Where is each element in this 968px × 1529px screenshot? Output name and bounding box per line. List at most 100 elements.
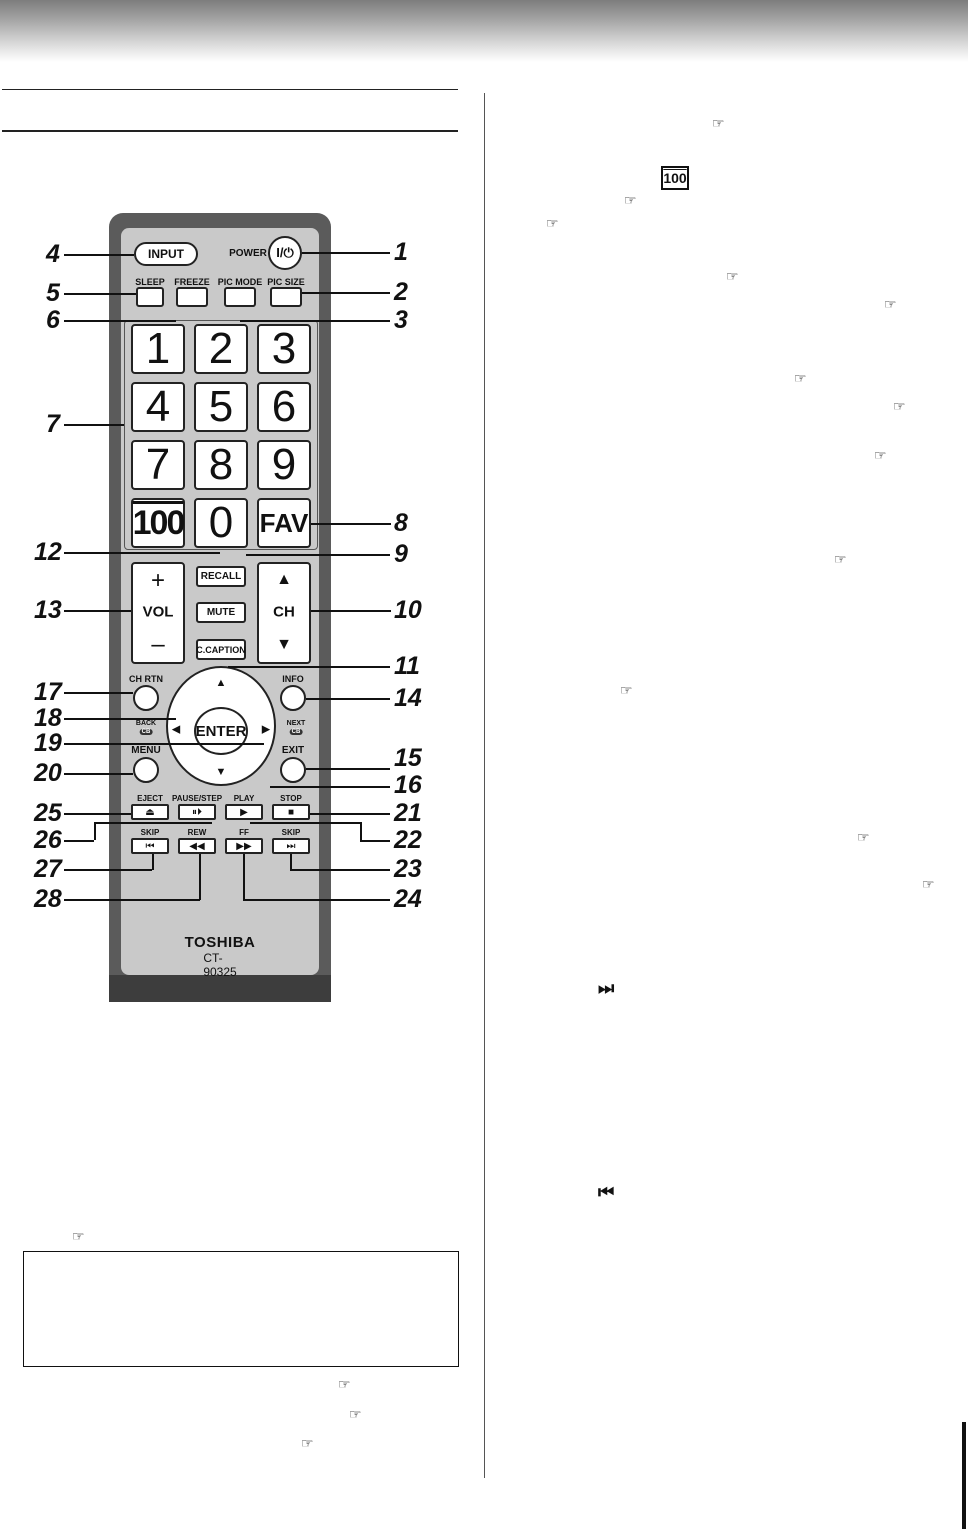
leader-17 — [64, 692, 133, 694]
play-label: PLAY — [233, 794, 255, 803]
callout-1: 1 — [394, 238, 408, 266]
callout-20: 20 — [34, 759, 62, 787]
leader-26 — [64, 840, 94, 842]
leader-7 — [64, 424, 124, 426]
callout-6: 6 — [46, 306, 60, 334]
callout-4: 4 — [46, 240, 60, 268]
callout-12: 12 — [34, 538, 62, 566]
callout-25: 25 — [34, 799, 62, 827]
channel-rocker[interactable] — [257, 562, 311, 664]
page-header-band — [0, 0, 968, 62]
digit-1-button[interactable]: 1 — [131, 324, 185, 374]
brand-logo: TOSHIBA — [184, 934, 256, 951]
pic-size-label: PIC SIZE — [267, 277, 305, 287]
leader-28-vertical — [199, 854, 201, 900]
channel-label: CH — [273, 603, 295, 621]
arrow-down-icon[interactable]: ▼ — [215, 766, 227, 778]
callout-17: 17 — [34, 678, 62, 706]
leader-4 — [64, 254, 134, 256]
digit-9-button[interactable]: 9 — [257, 440, 311, 490]
pic-mode-button[interactable] — [224, 287, 256, 307]
callout-14: 14 — [394, 684, 422, 712]
digit-2-button[interactable]: 2 — [194, 324, 248, 374]
eject-label: EJECT — [137, 794, 163, 803]
menu-button[interactable] — [133, 757, 159, 783]
leader-13 — [64, 610, 131, 612]
eject-button[interactable]: ⏏ — [131, 804, 169, 820]
pointing-hand-icon: ☞ — [857, 829, 870, 845]
callout-8: 8 — [394, 509, 408, 537]
pointing-hand-icon: ☞ — [338, 1376, 351, 1392]
hundred-button-icon: 100 — [661, 166, 689, 190]
leader-12 — [64, 552, 220, 554]
callout-11: 11 — [394, 652, 420, 680]
pointing-hand-icon: ☞ — [884, 296, 897, 312]
power-button[interactable]: I/⏻ — [268, 236, 302, 270]
section-rule-top — [2, 89, 458, 90]
digit-3-button[interactable]: 3 — [257, 324, 311, 374]
note-box — [23, 1251, 459, 1367]
skip-forward-button[interactable]: ⏭ — [272, 838, 310, 854]
digit-7-button[interactable]: 7 — [131, 440, 185, 490]
ch-rtn-button[interactable] — [133, 685, 159, 711]
menu-label: MENU — [131, 745, 161, 756]
callout-27: 27 — [34, 855, 62, 883]
skip-back-button[interactable]: ⏮ — [131, 838, 169, 854]
arrow-right-icon[interactable]: ▶ — [261, 723, 271, 736]
pointing-hand-icon: ☞ — [349, 1406, 362, 1422]
callout-10: 10 — [394, 596, 422, 624]
closed-caption-button[interactable]: C.CAPTION — [196, 639, 246, 660]
leader-23 — [290, 869, 390, 871]
ff-label: FF — [239, 828, 249, 837]
section-rule-bottom — [2, 130, 458, 132]
volume-rocker[interactable] — [131, 562, 185, 664]
next-label: NEXT — [286, 720, 306, 727]
digit-8-button[interactable]: 8 — [194, 440, 248, 490]
leader-22-vertical — [360, 822, 362, 840]
arrow-up-icon[interactable]: ▲ — [215, 677, 227, 689]
enter-button[interactable]: ENTER — [194, 707, 248, 755]
digit-5-button[interactable]: 5 — [194, 382, 248, 432]
leader-11 — [228, 666, 390, 668]
pointing-hand-icon: ☞ — [624, 192, 637, 208]
skip-back-icon: ⏮ — [598, 1182, 614, 1202]
pointing-hand-icon: ☞ — [874, 447, 887, 463]
leader-23-vertical — [290, 854, 292, 870]
fast-forward-button[interactable]: ▶▶ — [225, 838, 263, 854]
channel-down-label: ▼ — [276, 636, 292, 653]
exit-label: EXIT — [281, 745, 305, 756]
info-button[interactable] — [280, 685, 306, 711]
remote-bottom-edge — [109, 975, 331, 1002]
freeze-button[interactable] — [176, 287, 208, 307]
pic-mode-label: PIC MODE — [217, 277, 263, 287]
pointing-hand-icon: ☞ — [72, 1228, 85, 1244]
mute-button[interactable]: MUTE — [196, 602, 246, 623]
callout-28: 28 — [34, 885, 62, 913]
leader-15 — [306, 768, 390, 770]
digit-0-button[interactable]: 0 — [194, 498, 248, 548]
digit-4-button[interactable]: 4 — [131, 382, 185, 432]
digit-6-button[interactable]: 6 — [257, 382, 311, 432]
rewind-button[interactable]: ◀◀ — [178, 838, 216, 854]
leader-20 — [64, 773, 133, 775]
stop-button[interactable]: ■ — [272, 804, 310, 820]
leader-19 — [64, 743, 264, 745]
pic-size-button[interactable] — [270, 287, 302, 307]
sleep-button[interactable] — [136, 287, 164, 307]
hundred-button[interactable]: 100 — [131, 498, 185, 548]
fav-button[interactable]: FAV — [257, 498, 311, 548]
info-label: INFO — [282, 674, 304, 684]
pointing-hand-icon: ☞ — [922, 876, 935, 892]
callout-2: 2 — [394, 278, 408, 306]
input-button[interactable]: INPUT — [134, 242, 198, 266]
volume-minus-label: – — [151, 631, 165, 658]
leader-24-vertical — [243, 854, 245, 900]
column-divider — [484, 93, 485, 1478]
callout-21: 21 — [394, 799, 422, 827]
arrow-left-icon[interactable]: ◀ — [171, 723, 181, 736]
exit-button[interactable] — [280, 757, 306, 783]
callout-24: 24 — [394, 885, 422, 913]
play-button[interactable]: ▶ — [225, 804, 263, 820]
recall-button[interactable]: RECALL — [196, 566, 246, 587]
pause-step-button[interactable]: ⏸⏵ — [178, 804, 216, 820]
